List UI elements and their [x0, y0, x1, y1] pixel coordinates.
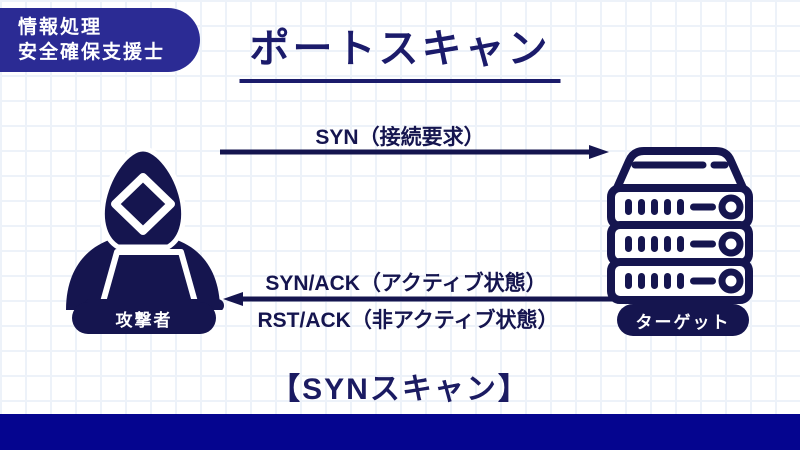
syn-request-arrow [220, 145, 609, 159]
response-arrow [223, 292, 612, 306]
certification-badge-line1: 情報処理 [18, 17, 103, 38]
server-icon [607, 147, 753, 304]
scan-type-caption: 【SYNスキャン】 [270, 373, 530, 406]
target-label: ターゲット [635, 312, 731, 332]
certification-badge-line2: 安全確保支援士 [18, 42, 166, 63]
target-label-badge: ターゲット [617, 304, 749, 336]
hacker-icon [66, 146, 224, 310]
footer-bar [0, 414, 800, 450]
certification-badge: 情報処理 安全確保支援士 [0, 8, 200, 72]
attacker-label-badge: 攻撃者 [72, 302, 216, 334]
page-title-text: ポートスキャン [239, 16, 561, 83]
rst-ack-response-label: RST/ACK（非アクティブ状態） [257, 309, 559, 332]
attacker-label: 攻撃者 [115, 310, 173, 330]
syn-request-label: SYN（接続要求） [315, 126, 485, 149]
syn-ack-response-label: SYN/ACK（アクティブ状態） [265, 272, 547, 295]
page-title: ポートスキャン [239, 16, 561, 83]
